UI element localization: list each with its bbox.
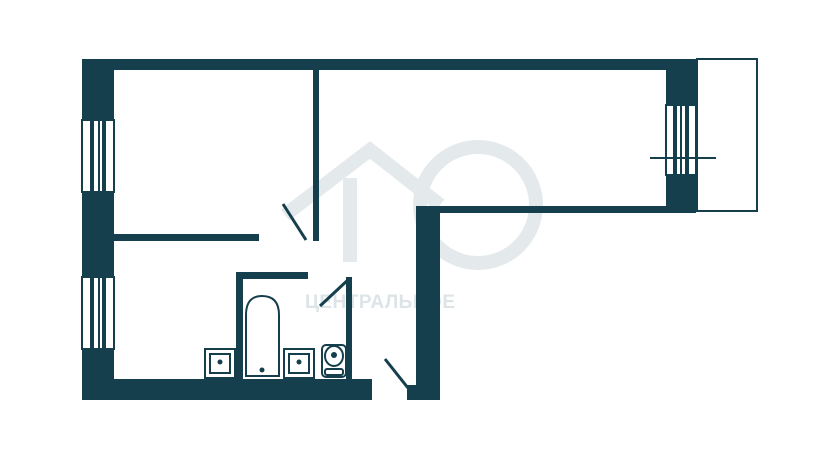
wall-bottom-right: [407, 385, 440, 400]
wall-partition-vertical: [313, 59, 319, 241]
toilet-icon: [321, 344, 347, 378]
door-icon: [281, 203, 308, 241]
door-icon: [318, 276, 352, 308]
wall-bathroom-left: [236, 272, 243, 382]
sink-icon: [283, 348, 315, 379]
wall-bathroom-top: [236, 272, 308, 279]
wall-step-vertical: [416, 206, 440, 400]
wall-top: [82, 59, 696, 70]
balcony-icon: [696, 58, 758, 212]
door-icon: [383, 358, 410, 389]
window-icon: [81, 276, 115, 350]
window-icon: [650, 104, 716, 176]
watermark-logo-icon: [280, 140, 543, 270]
bathtub-icon: [245, 294, 280, 377]
window-icon: [81, 119, 115, 193]
wall-step-horizontal: [416, 206, 696, 213]
wall-partition-horizontal: [114, 234, 259, 241]
watermark: ЦЕНТРАЛЬНОЕ: [280, 140, 543, 313]
wall-bottom: [82, 379, 372, 400]
walls: [82, 59, 696, 400]
sink-icon: [204, 348, 236, 379]
wall-bathroom-right: [346, 277, 352, 382]
